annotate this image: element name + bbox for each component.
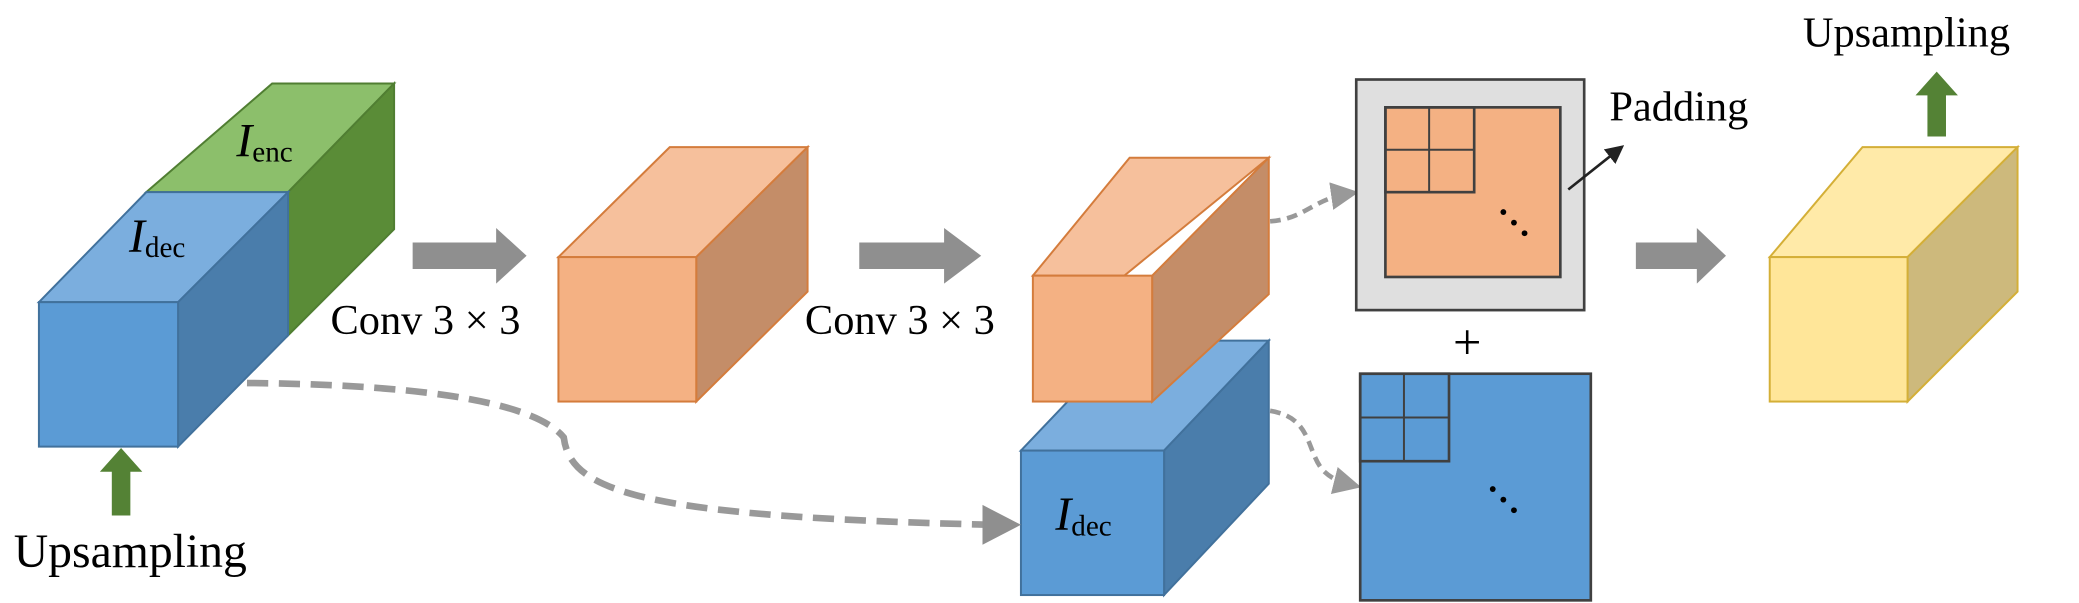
to-dec-grid-dashed <box>1269 408 1362 495</box>
dec2-front <box>1019 449 1166 597</box>
upsampling-top-label: Upsampling <box>1803 9 2010 56</box>
i-enc-label: Ienc <box>235 114 292 168</box>
ellipsis-dot <box>1521 230 1528 237</box>
to-padded-grid-dashed <box>1269 182 1359 224</box>
ellipsis-dot <box>1511 507 1517 514</box>
blue-grid <box>1358 372 1593 602</box>
upsampling-bottom-label: Upsampling <box>14 525 247 578</box>
ellipsis-dot <box>1489 486 1496 492</box>
enc-dec-concat-block: Ienc Idec <box>36 81 397 450</box>
dec-front-face <box>37 301 180 448</box>
plus-sign: + <box>1453 314 1481 370</box>
output-arrow <box>1635 227 1726 284</box>
conv2-arrow <box>859 227 982 284</box>
ellipsis-dot <box>1500 209 1507 215</box>
feature-block-2 <box>1030 155 1272 404</box>
padded-feature-grid <box>1354 78 1586 312</box>
upsampling-arrow-top <box>1915 71 1958 137</box>
output-front <box>1768 256 1909 403</box>
padding-label: Padding <box>1609 84 1748 131</box>
feature1-front <box>557 256 698 403</box>
dec-feature-grid <box>1358 372 1593 602</box>
padding-pointer-arrow <box>1567 145 1625 191</box>
conv1-label: Conv 3 × 3 <box>330 297 520 344</box>
output-block <box>1767 144 2020 404</box>
skip-connection-dashed <box>246 379 995 529</box>
ellipsis-dot <box>1511 219 1517 226</box>
ellipsis-dot <box>1500 496 1507 503</box>
feature2-front <box>1031 274 1154 403</box>
conv2-label: Conv 3 × 3 <box>805 297 995 344</box>
conv1-arrow <box>412 227 527 284</box>
i-dec-label: Idec <box>128 210 185 264</box>
skip-connection-arrowhead <box>982 504 1021 545</box>
upsampling-arrow-bottom <box>99 447 143 516</box>
feature-block-1 <box>556 144 810 404</box>
i-dec2-label: Idec <box>1054 488 1111 542</box>
